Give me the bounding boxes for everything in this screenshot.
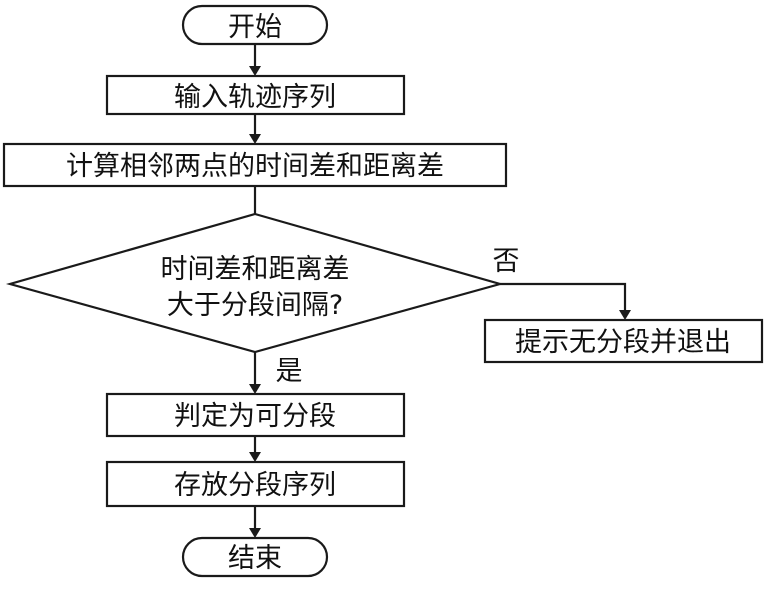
- end-node: 结束: [181, 536, 329, 578]
- input-node: 输入轨迹序列: [105, 74, 406, 116]
- no-branch-label: 否: [493, 246, 520, 277]
- arrowhead: [249, 134, 261, 144]
- start-label: 开始: [228, 12, 282, 43]
- decision-label-line2: 大于分段间隔?: [167, 290, 343, 321]
- decision-label-line1: 时间差和距离差: [161, 254, 350, 285]
- arrowhead: [619, 310, 631, 320]
- yes-branch-label: 是: [276, 356, 303, 387]
- start-node: 开始: [181, 4, 329, 46]
- store-label: 存放分段序列: [174, 470, 336, 501]
- compute-label: 计算相邻两点的时间差和距离差: [66, 151, 444, 182]
- end-label: 结束: [228, 543, 282, 574]
- compute-node: 计算相邻两点的时间差和距离差: [2, 142, 508, 188]
- arrowhead: [249, 528, 261, 538]
- no-action-label: 提示无分段并退出: [515, 327, 731, 358]
- store-node: 存放分段序列: [105, 460, 406, 508]
- connector-decision-no: [500, 282, 627, 310]
- decision-node: 时间差和距离差 大于分段间隔?: [5, 212, 505, 354]
- input-label: 输入轨迹序列: [174, 82, 336, 113]
- judge-node: 判定为可分段: [105, 392, 406, 438]
- connectors: [249, 44, 631, 538]
- arrowhead: [249, 66, 261, 76]
- arrowhead: [249, 384, 261, 394]
- no-action-node: 提示无分段并退出: [483, 318, 764, 364]
- judge-label: 判定为可分段: [174, 401, 336, 432]
- arrowhead: [249, 452, 261, 462]
